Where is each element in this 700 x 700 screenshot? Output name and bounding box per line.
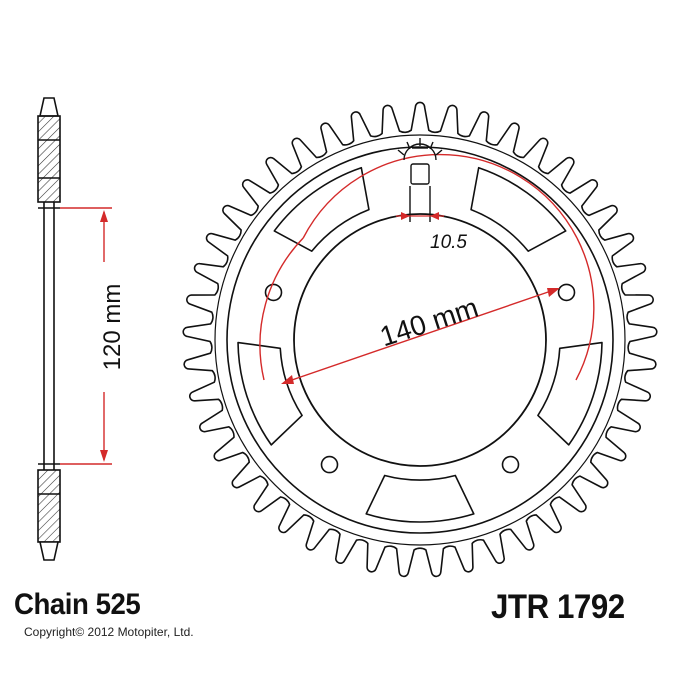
lightening-window bbox=[470, 166, 567, 252]
dimension-120mm bbox=[60, 207, 112, 465]
bolt-hole bbox=[264, 283, 283, 302]
sprocket-tooth-outline bbox=[182, 101, 658, 578]
lightening-window bbox=[273, 166, 370, 252]
bolt-hole bbox=[501, 455, 520, 474]
profile-top-hatch bbox=[37, 115, 61, 203]
chain-size-label: Chain 525 bbox=[14, 588, 141, 621]
bolt-hole bbox=[320, 455, 339, 474]
bolt-hole bbox=[557, 283, 576, 302]
copyright-label: Copyright© 2012 Motopiter, Ltd. bbox=[24, 625, 194, 639]
profile-top-tooth bbox=[39, 97, 59, 117]
root-circle bbox=[214, 134, 626, 546]
inner-ring bbox=[226, 146, 614, 534]
dimension-120-label: 120 mm bbox=[99, 284, 126, 371]
bolt-holes bbox=[264, 283, 576, 474]
profile-bottom-hatch bbox=[37, 469, 61, 543]
side-profile-view bbox=[37, 97, 61, 561]
lightening-window bbox=[237, 341, 303, 446]
center-bore bbox=[293, 213, 547, 467]
dimension-10-5-label: 10.5 bbox=[430, 232, 467, 253]
lightening-window bbox=[365, 474, 475, 523]
part-number-label: JTR 1792 bbox=[491, 588, 625, 626]
profile-bottom-tooth bbox=[39, 541, 59, 561]
sprocket-front-view bbox=[182, 101, 658, 578]
lightening-window bbox=[537, 341, 603, 446]
dimension-140mm bbox=[259, 153, 595, 384]
lightening-windows bbox=[237, 166, 603, 523]
dimension-10-5 bbox=[396, 212, 444, 220]
